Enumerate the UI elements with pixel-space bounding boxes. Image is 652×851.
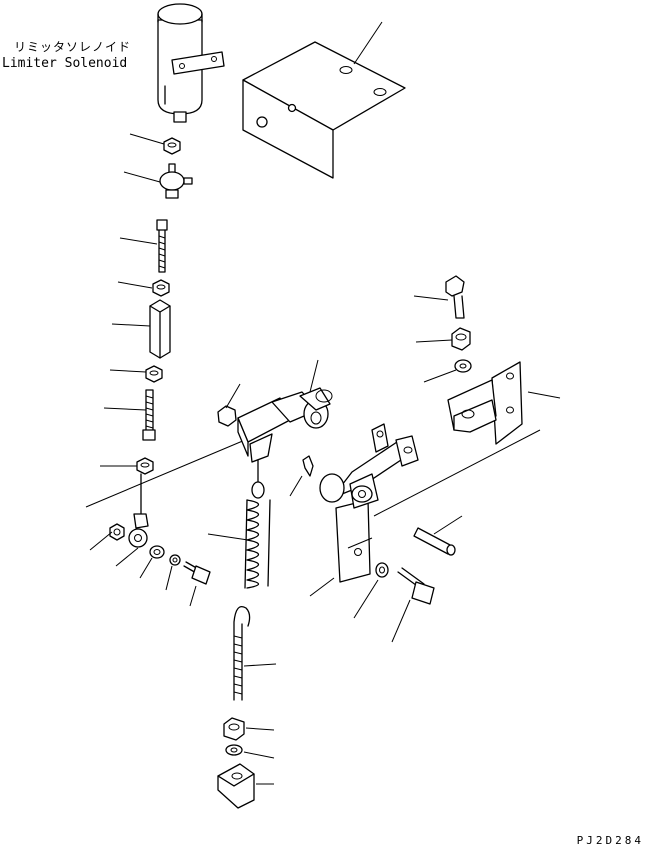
cotter-pin [302,455,314,477]
hex-nut-2 [152,279,170,297]
clevis-pin [413,527,456,556]
lever-assembly [237,387,333,487]
washer-1 [149,545,165,559]
threaded-rod-1 [156,219,168,273]
bolt-small-1 [183,561,211,585]
top-bracket [242,41,406,179]
right-bracket [447,361,523,445]
washer-bottom [225,744,243,756]
ball-joint-2 [128,473,149,548]
bolt-middle [397,567,435,605]
hex-nut-4 [136,457,154,475]
washer-2 [169,554,181,566]
square-coupling [149,299,171,359]
bolt-right-top [445,275,465,319]
drawing-number: PJ2D284 [576,834,644,847]
hex-nut-bottom [223,717,245,741]
hex-nut-3 [145,365,163,383]
nut-small-1 [109,523,125,541]
ball-joint-1 [159,163,193,199]
washer-middle [375,562,389,578]
limiter-solenoid [157,3,225,123]
hex-nut-right [451,327,471,351]
bottom-bracket [217,763,255,809]
axis-line-right [373,429,541,517]
hex-nut-5 [217,405,237,427]
axis-line-left [85,439,246,508]
tension-spring [244,481,271,589]
limiter-solenoid-label-en: Limiter Solenoid [2,56,128,71]
leader-lines [89,21,561,785]
hex-nut-1 [163,137,181,155]
hook-rod [233,605,251,701]
threaded-rod-2 [142,389,156,441]
washer-right [454,359,472,373]
limiter-solenoid-label-jp: リミッタソレノイド [14,40,132,54]
lever-plate [319,423,419,583]
